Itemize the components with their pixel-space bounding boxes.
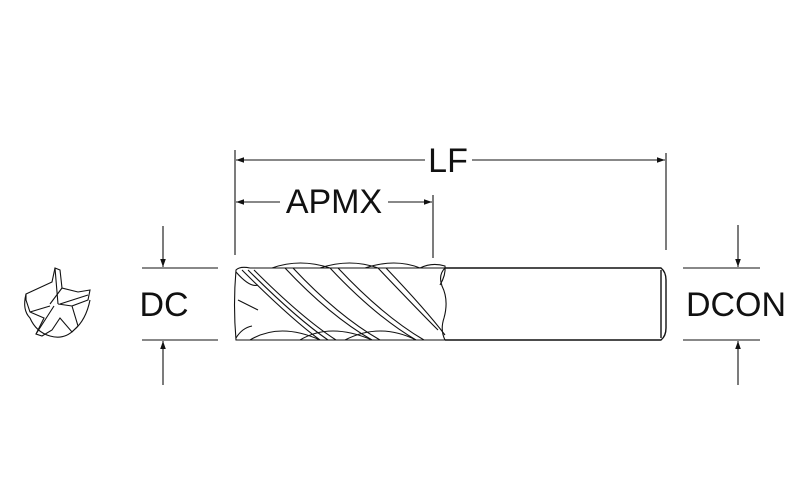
apmx-dimension: APMX <box>236 183 434 258</box>
shank <box>445 267 667 341</box>
lf-dimension: LF <box>234 142 667 255</box>
dcon-dimension: DCON <box>683 225 786 385</box>
lf-label: LF <box>428 142 468 180</box>
end-mill-tool <box>233 262 667 341</box>
dc-dimension: DC <box>139 226 218 385</box>
flutes <box>233 262 447 341</box>
dc-label: DC <box>139 286 188 324</box>
end-view-icon <box>24 267 91 338</box>
dcon-label: DCON <box>686 286 786 324</box>
apmx-label: APMX <box>286 183 382 221</box>
